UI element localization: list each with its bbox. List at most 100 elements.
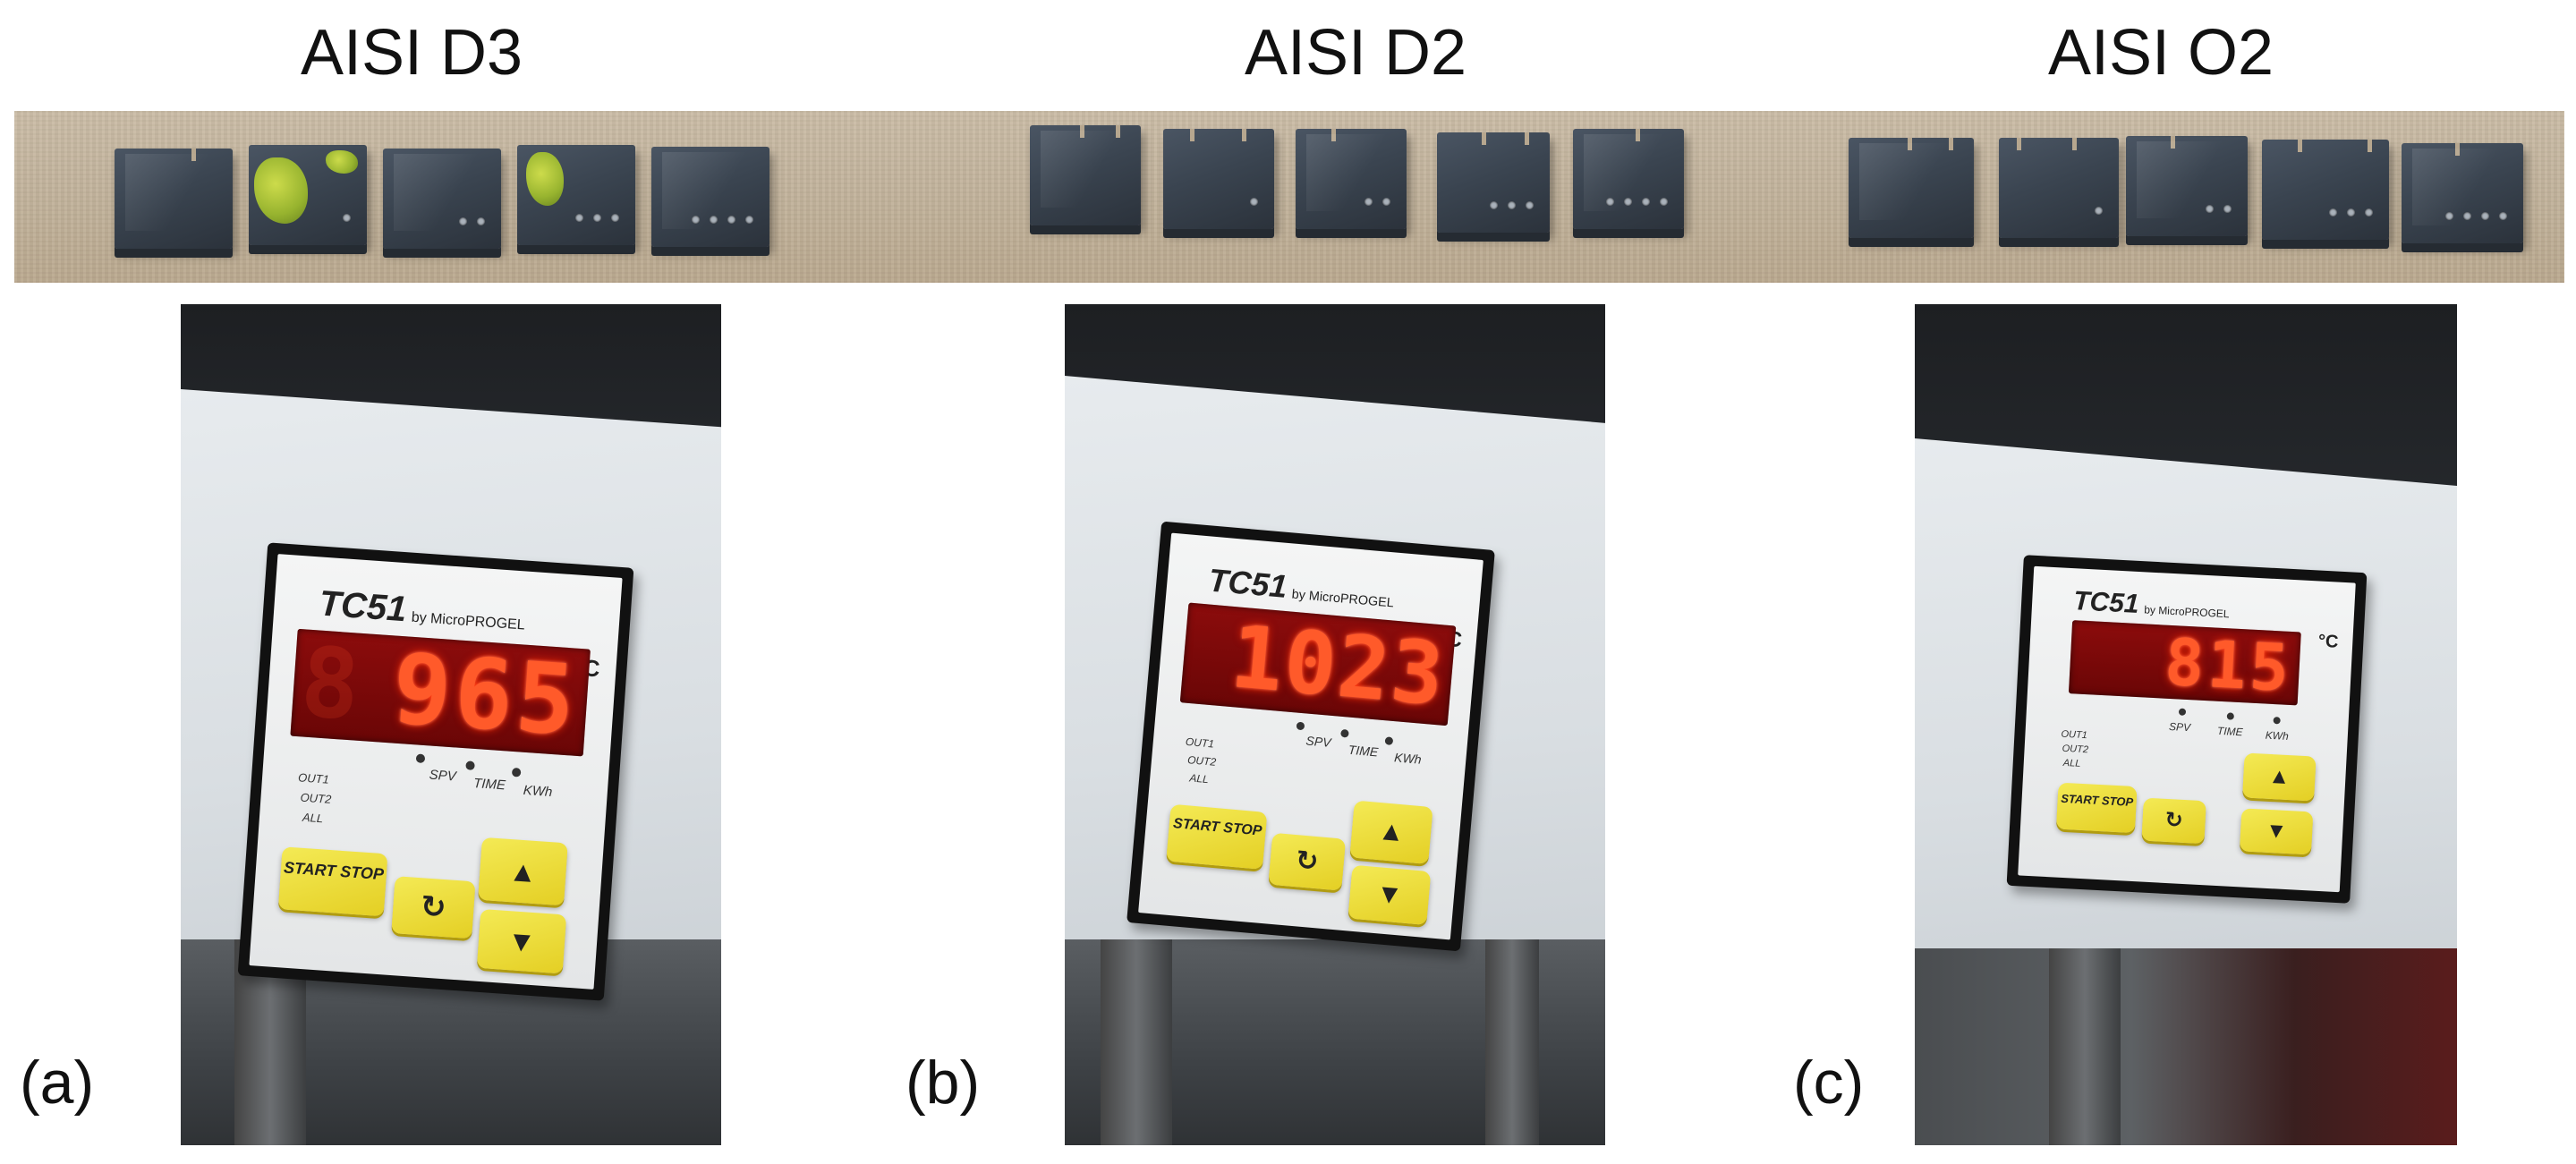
output-label-3: ALL — [1188, 771, 1210, 786]
up-button[interactable]: ▲ — [1349, 800, 1433, 864]
sample-d3-5 — [651, 147, 769, 247]
unit-label: °C — [2317, 631, 2339, 652]
mark-dot — [1660, 198, 1668, 206]
sample-marks — [1250, 198, 1258, 206]
cycle-button[interactable]: ↻ — [391, 876, 476, 939]
brand-text: TC51 — [1207, 561, 1289, 605]
sample-sheen — [1859, 143, 1965, 220]
brand-text: TC51 — [318, 583, 408, 630]
output-label-3: ALL — [302, 810, 324, 826]
indicator-led — [465, 760, 475, 771]
start-stop-button[interactable]: START STOP — [2055, 782, 2138, 834]
output-label-2: OUT2 — [1186, 753, 1217, 769]
cycle-button[interactable]: ↻ — [2141, 797, 2206, 845]
sample-notch — [1190, 129, 1194, 141]
mark-dot — [2481, 212, 2489, 220]
panel-label-a: (a) — [20, 1049, 95, 1117]
brand-sub-text: by MicroPROGEL — [411, 609, 526, 633]
mark-dot — [1365, 198, 1373, 206]
output-label-1: OUT1 — [1185, 735, 1215, 751]
sample-notch — [1116, 125, 1120, 138]
mark-dot — [1606, 198, 1614, 206]
sample-o2-4 — [2262, 140, 2389, 240]
indicator-led — [2178, 708, 2187, 716]
sample-d3-4 — [517, 145, 635, 245]
mark-dot — [2365, 208, 2373, 217]
sample-marks — [1606, 198, 1668, 206]
sample-notch — [1949, 138, 1953, 150]
support-post — [2049, 948, 2121, 1145]
indicator-label-kwh: KWh — [2265, 728, 2290, 743]
indicator-led — [1340, 728, 1349, 738]
output-label-1: OUT1 — [2061, 728, 2088, 742]
sample-d2-1 — [1030, 125, 1141, 225]
indicator-label-kwh: KWh — [523, 782, 553, 801]
sample-marks — [1490, 201, 1534, 209]
temperature-display: 815 — [2068, 620, 2301, 706]
sample-notch — [1482, 132, 1486, 145]
mark-dot — [459, 217, 467, 225]
mark-dot — [745, 216, 753, 224]
sample-o2-3 — [2126, 136, 2248, 236]
cycle-button[interactable]: ↻ — [1268, 832, 1347, 891]
sample-o2-2 — [1999, 138, 2119, 238]
down-button[interactable]: ▼ — [1348, 864, 1432, 926]
mark-dot — [1382, 198, 1390, 206]
indicator-led — [2226, 712, 2235, 720]
start-stop-button[interactable]: START STOP — [1166, 803, 1268, 870]
mark-dot — [2463, 212, 2471, 220]
mark-dot — [575, 214, 583, 222]
output-label-1: OUT1 — [297, 770, 330, 786]
indicator-label-kwh: KWh — [1393, 750, 1423, 767]
mark-dot — [593, 214, 601, 222]
output-label-2: OUT2 — [300, 790, 332, 806]
sample-o2-5 — [2402, 143, 2523, 243]
sample-sheen — [662, 152, 761, 229]
mark-dot — [727, 216, 735, 224]
sample-marks — [2206, 205, 2232, 213]
sample-notch — [2368, 140, 2372, 152]
mark-dot — [1250, 198, 1258, 206]
indicator-led — [1296, 721, 1305, 731]
mark-dot — [477, 217, 485, 225]
brand-sub-text: by MicroPROGEL — [1291, 587, 1395, 611]
sample-marks — [459, 217, 485, 225]
up-button[interactable]: ▲ — [478, 837, 568, 906]
sample-notch — [1525, 132, 1529, 145]
down-button[interactable]: ▼ — [2239, 808, 2314, 855]
sample-sheen — [1041, 131, 1132, 208]
support-post — [1485, 939, 1539, 1145]
start-stop-button[interactable]: START STOP — [277, 846, 388, 917]
sample-marks — [575, 214, 619, 222]
sample-d2-3 — [1296, 129, 1407, 229]
title-aisi-o2: AISI O2 — [2047, 17, 2274, 89]
sample-sheen — [1584, 134, 1675, 211]
sample-marks — [2329, 208, 2373, 217]
mark-dot — [2095, 207, 2103, 215]
output-label-3: ALL — [2062, 757, 2081, 769]
down-button[interactable]: ▼ — [476, 908, 567, 974]
indicator-label-spv: SPV — [1305, 733, 1332, 750]
indicator-led — [511, 767, 522, 777]
sample-d3-1 — [115, 149, 233, 249]
sample-d3-3 — [383, 149, 501, 249]
mark-dot — [1642, 198, 1650, 206]
sample-notch — [2298, 140, 2302, 152]
lower-structure — [1915, 948, 2457, 1145]
indicator-led — [415, 753, 426, 764]
brand-sub-text: by MicroPROGEL — [2143, 603, 2230, 621]
temperature-reading: 965 — [388, 633, 582, 757]
display-ghost-digit: 8 — [297, 628, 367, 743]
up-button[interactable]: ▲ — [2242, 752, 2317, 802]
indicator-led — [2273, 717, 2281, 725]
sample-marks — [2445, 212, 2507, 220]
sample-sheen — [394, 154, 492, 231]
sample-notch — [2017, 138, 2021, 150]
